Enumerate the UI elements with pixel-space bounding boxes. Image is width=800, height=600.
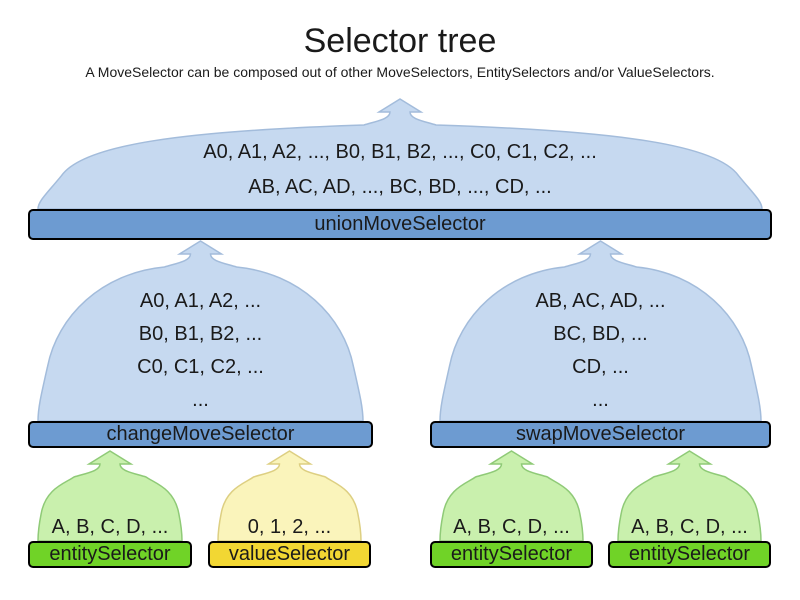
union-dome-arrow-shape <box>37 98 763 209</box>
entity-selector-bar-3: entitySelector <box>608 541 771 568</box>
dome-value-line: A, B, C, D, ... <box>453 516 570 538</box>
change-dome-values: A0, A1, A2, ... B0, B1, B2, ... C0, C1, … <box>28 285 373 417</box>
dome-value-line: AB, AC, AD, ... <box>535 290 666 312</box>
dome-value-line: AB, AC, AD, ..., BC, BD, ..., CD, ... <box>248 176 552 198</box>
dome-value-line: BC, BD, ... <box>553 323 648 345</box>
swap-move-selector-node: AB, AC, AD, ... BC, BD, ... CD, ... ... … <box>430 240 771 448</box>
value-selector-bar: valueSelector <box>208 541 371 568</box>
entity-selector-node-2: A, B, C, D, ... entitySelector <box>430 450 593 568</box>
dome-value-line: 0, 1, 2, ... <box>247 516 332 538</box>
entity2-dome-values: A, B, C, D, ... <box>430 516 593 538</box>
change-move-selector-bar: changeMoveSelector <box>28 421 373 448</box>
entity1-dome-values: A, B, C, D, ... <box>28 516 192 538</box>
change-dome-arrow-shape <box>37 240 364 421</box>
dome-value-line: A, B, C, D, ... <box>51 516 169 538</box>
page-title: Selector tree <box>303 22 497 60</box>
entity-selector-node-1: A, B, C, D, ... entitySelector <box>28 450 192 568</box>
union-dome-values: A0, A1, A2, ..., B0, B1, B2, ..., C0, C1… <box>28 135 772 205</box>
dome-value-line: ... <box>192 389 209 411</box>
dome-value-line: B0, B1, B2, ... <box>138 323 263 345</box>
entity-selector-bar-2: entitySelector <box>430 541 593 568</box>
entity-selector-bar-1: entitySelector <box>28 541 192 568</box>
dome-value-line: CD, ... <box>572 356 629 378</box>
union-move-selector-bar: unionMoveSelector <box>28 209 772 240</box>
dome-value-line: A0, A1, A2, ..., B0, B1, B2, ..., C0, C1… <box>203 141 597 163</box>
entity1-dome-arrow-shape <box>37 450 183 541</box>
entity-selector-node-3: A, B, C, D, ... entitySelector <box>608 450 771 568</box>
swap-move-selector-bar: swapMoveSelector <box>430 421 771 448</box>
entity3-dome-arrow-shape <box>617 450 762 541</box>
value-dome-arrow-shape <box>217 450 362 541</box>
swap-dome-values: AB, AC, AD, ... BC, BD, ... CD, ... ... <box>430 285 771 417</box>
swap-dome-arrow-shape <box>439 240 762 421</box>
value-dome-values: 0, 1, 2, ... <box>208 516 371 538</box>
change-move-selector-node: A0, A1, A2, ... B0, B1, B2, ... C0, C1, … <box>28 240 373 448</box>
page-subtitle: A MoveSelector can be composed out of ot… <box>85 64 715 80</box>
dome-value-line: C0, C1, C2, ... <box>137 356 264 378</box>
dome-value-line: A0, A1, A2, ... <box>139 290 262 312</box>
entity3-dome-values: A, B, C, D, ... <box>608 516 771 538</box>
value-selector-node: 0, 1, 2, ... valueSelector <box>208 450 371 568</box>
entity2-dome-arrow-shape <box>439 450 584 541</box>
dome-value-line: A, B, C, D, ... <box>631 516 748 538</box>
dome-value-line: ... <box>592 389 609 411</box>
union-move-selector-node: A0, A1, A2, ..., B0, B1, B2, ..., C0, C1… <box>28 98 772 240</box>
